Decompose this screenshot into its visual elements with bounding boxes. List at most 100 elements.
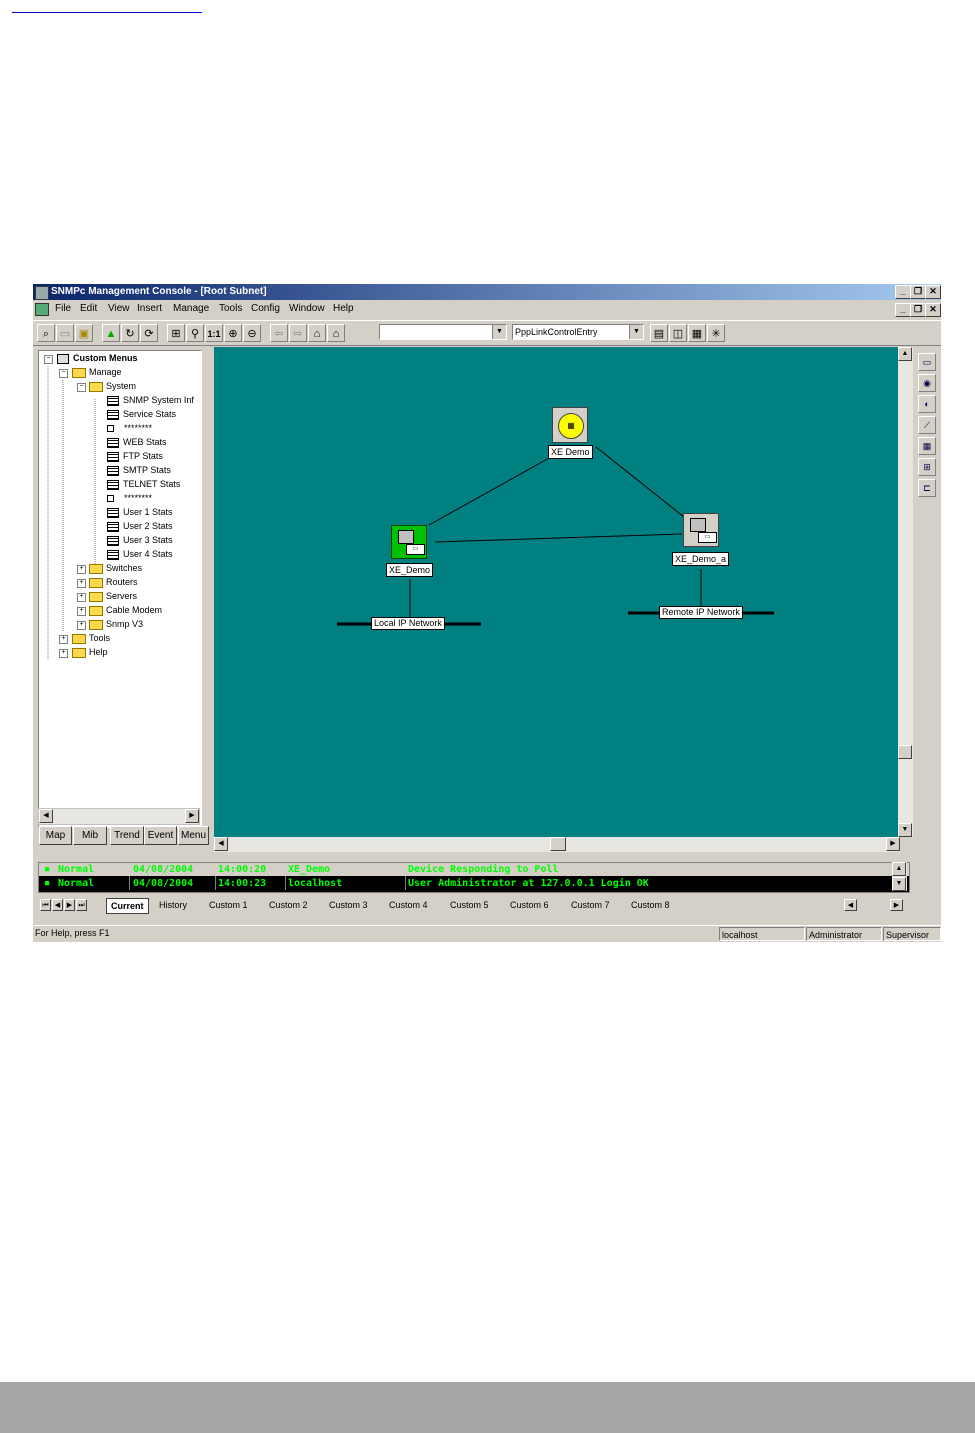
scroll-up-icon[interactable]: ▲ (898, 347, 912, 361)
tab-custom-6[interactable]: Custom 6 (510, 900, 549, 910)
tree-item-web-stats[interactable]: WEB Stats (107, 435, 167, 449)
event-vertical-scrollbar[interactable]: ▲ ▼ (892, 862, 907, 891)
list-view-icon[interactable]: ▦ (688, 324, 706, 342)
poll-icon[interactable]: ↻ (121, 324, 139, 342)
chevron-down-icon[interactable]: ▼ (492, 325, 506, 339)
options-icon[interactable]: ✳ (707, 324, 725, 342)
tree-item-telnet-stats[interactable]: TELNET Stats (107, 477, 180, 491)
expand-toggle[interactable]: + (77, 593, 86, 602)
tree-item-help[interactable]: Help (72, 645, 108, 659)
network-map[interactable]: ▦ XE Demo ▭ XE_Demo ▭ XE_Demo_a Local IP… (214, 347, 900, 837)
tab-custom-5[interactable]: Custom 5 (450, 900, 489, 910)
tab-history[interactable]: History (159, 900, 188, 910)
tab-custom-1[interactable]: Custom 1 (209, 900, 248, 910)
tree-item-manage[interactable]: Manage (72, 365, 122, 379)
tab-custom-4[interactable]: Custom 4 (389, 900, 428, 910)
topology-tool-icon[interactable]: ⊞ (918, 458, 936, 476)
expand-toggle[interactable]: + (59, 649, 68, 658)
map-node-workstation-left[interactable]: ▭ (391, 525, 427, 559)
expand-toggle[interactable]: + (77, 607, 86, 616)
actual-size-icon[interactable]: 1:1 (205, 324, 223, 342)
expand-toggle[interactable]: + (77, 579, 86, 588)
tree-item-system[interactable]: System (89, 379, 136, 393)
back-arrow-icon[interactable]: ⇦ (270, 324, 288, 342)
menu-edit[interactable]: Edit (80, 303, 98, 314)
lock-icon[interactable]: ▣ (75, 324, 93, 342)
map-vertical-scrollbar[interactable]: ▲ ▼ (898, 347, 913, 837)
menu-file[interactable]: File (55, 303, 72, 314)
zoom-in-icon[interactable]: ⊕ (224, 324, 242, 342)
network-label-local[interactable]: Local IP Network (371, 617, 445, 630)
menu-insert[interactable]: Insert (137, 303, 163, 314)
tab-event[interactable]: Event (144, 826, 177, 845)
last-tab-icon[interactable]: ⏭ (76, 899, 87, 911)
folder-up-icon[interactable]: ⌂ (308, 324, 326, 342)
tree-item-separator[interactable]: ******** (107, 421, 152, 435)
tab-custom-3[interactable]: Custom 3 (329, 900, 368, 910)
document-icon[interactable] (35, 303, 49, 316)
map-node-label[interactable]: XE_Demo (386, 563, 434, 577)
map-horizontal-scrollbar[interactable]: ◀ ▶ (214, 837, 900, 852)
menu-window[interactable]: Window (289, 303, 325, 314)
expand-toggle[interactable]: + (77, 621, 86, 630)
menu-config[interactable]: Config (251, 303, 280, 314)
tree-tool-icon[interactable]: ⊏ (918, 479, 936, 497)
scroll-thumb[interactable] (550, 837, 566, 851)
network-tool-icon[interactable]: ◉ (918, 374, 936, 392)
menu-help[interactable]: Help (333, 303, 354, 314)
link-tool-icon[interactable]: ⟋ (918, 416, 936, 434)
expand-toggle[interactable]: + (77, 565, 86, 574)
menu-manage[interactable]: Manage (173, 303, 210, 314)
menu-view[interactable]: View (108, 303, 130, 314)
tab-map[interactable]: Map (39, 826, 72, 845)
tree-item-routers[interactable]: Routers (89, 575, 138, 589)
prev-tab-icon[interactable]: ◀ (52, 899, 63, 911)
scroll-down-icon[interactable]: ▼ (892, 877, 906, 891)
zoom-icon[interactable]: ⚲ (186, 324, 204, 342)
first-tab-icon[interactable]: ⏮ (40, 899, 51, 911)
tree-item-switches[interactable]: Switches (89, 561, 142, 575)
zoom-out-icon[interactable]: ⊖ (243, 324, 261, 342)
tree-item-ftp-stats[interactable]: FTP Stats (107, 449, 163, 463)
tab-custom-7[interactable]: Custom 7 (571, 900, 610, 910)
map-node-hub[interactable]: ▦ (552, 407, 588, 443)
scroll-left-icon[interactable]: ◀ (39, 809, 53, 823)
tab-trend[interactable]: Trend (110, 826, 144, 845)
table-view-icon[interactable]: ▤ (650, 324, 668, 342)
binoculars-icon[interactable]: ⌕ (37, 324, 55, 342)
collapse-toggle[interactable]: − (59, 369, 68, 378)
map-node-workstation-right[interactable]: ▭ (683, 513, 719, 547)
scroll-thumb[interactable] (898, 745, 912, 759)
mib-table-combo[interactable]: PppLinkControlEntry ▼ (512, 324, 644, 340)
doc-close-button[interactable]: ✕ (925, 303, 941, 317)
fit-view-icon[interactable]: ⊞ (167, 324, 185, 342)
select-tool-icon[interactable]: ▭ (918, 353, 936, 371)
goto-tool-icon[interactable]: ◐ (918, 395, 936, 413)
tree-item-tools[interactable]: Tools (72, 631, 110, 645)
map-node-label[interactable]: XE_Demo_a (672, 552, 730, 566)
forward-arrow-icon[interactable]: ⇨ (289, 324, 307, 342)
tree-item-separator[interactable]: ******** (107, 491, 152, 505)
tree-item-cable-modem[interactable]: Cable Modem (89, 603, 162, 617)
close-button[interactable]: ✕ (925, 285, 941, 299)
doc-restore-button[interactable]: ❐ (910, 303, 926, 317)
tree-item-user4-stats[interactable]: User 4 Stats (107, 547, 173, 561)
next-tab-icon[interactable]: ▶ (64, 899, 75, 911)
tree-item-snmp-v3[interactable]: Snmp V3 (89, 617, 143, 631)
expand-toggle[interactable]: + (59, 635, 68, 644)
scroll-right-icon[interactable]: ▶ (890, 899, 903, 911)
tab-custom-2[interactable]: Custom 2 (269, 900, 308, 910)
collapse-toggle[interactable]: − (44, 355, 53, 364)
tab-custom-8[interactable]: Custom 8 (631, 900, 670, 910)
restore-button[interactable]: ❐ (910, 285, 926, 299)
collapse-toggle[interactable]: − (77, 383, 86, 392)
subnet-combo[interactable]: ▼ (379, 324, 507, 340)
scroll-right-icon[interactable]: ▶ (886, 837, 900, 851)
tree-item-user2-stats[interactable]: User 2 Stats (107, 519, 173, 533)
tab-mib[interactable]: Mib (73, 826, 107, 845)
scroll-up-icon[interactable]: ▲ (892, 862, 906, 876)
tree-item-service-stats[interactable]: Service Stats (107, 407, 176, 421)
tree-item-user3-stats[interactable]: User 3 Stats (107, 533, 173, 547)
home-icon[interactable]: ⌂ (327, 324, 345, 342)
scroll-right-icon[interactable]: ▶ (185, 809, 199, 823)
